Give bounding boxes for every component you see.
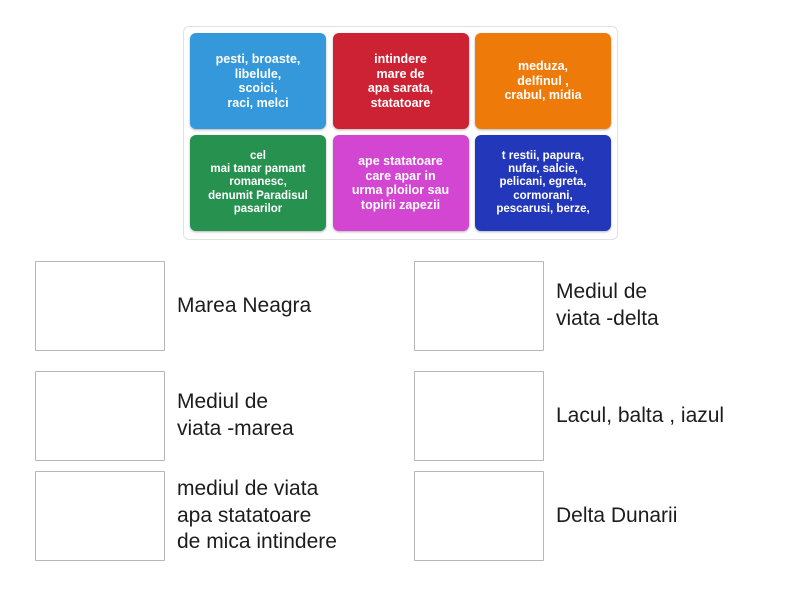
drop-zone-5[interactable] — [414, 371, 544, 461]
tile-5-label: ape statatoare care apar in urma ploilor… — [351, 154, 450, 212]
answers-area: Marea Neagra Mediul de viata -marea medi… — [0, 252, 800, 582]
tile-row-1: pesti, broaste, libelule, scoici, raci, … — [190, 33, 611, 133]
tile-row-2: cel mai tanar pamant romanesc, denumit P… — [190, 135, 611, 235]
tile-1-label: pesti, broaste, libelule, scoici, raci, … — [215, 52, 301, 110]
drop-zone-1[interactable] — [35, 261, 165, 351]
answer-label-2: Mediul de viata -marea — [177, 390, 294, 440]
drop-zone-3[interactable] — [35, 471, 165, 561]
tile-2-label: intindere mare de apa sarata, statatoare — [367, 52, 434, 110]
draggable-tile-4[interactable]: cel mai tanar pamant romanesc, denumit P… — [190, 135, 326, 231]
tile-6-label: t restii, papura, nufar, salcie, pelican… — [496, 149, 590, 215]
answer-row-1: Marea Neagra — [35, 260, 420, 352]
drop-zone-4[interactable] — [414, 261, 544, 351]
answer-label-3: mediul de viata apa statatoare de mica i… — [177, 476, 337, 554]
draggable-tile-5[interactable]: ape statatoare care apar in urma ploilor… — [332, 135, 469, 231]
draggable-tile-2[interactable]: intindere mare de apa sarata, statatoare — [332, 33, 469, 129]
answer-row-4: Mediul de viata -delta — [414, 260, 799, 352]
answer-row-5: Lacul, balta , iazul — [414, 370, 799, 462]
answer-row-3: mediul de viata apa statatoare de mica i… — [35, 470, 420, 562]
answer-label-5: Lacul, balta , iazul — [556, 403, 725, 427]
drop-zone-2[interactable] — [35, 371, 165, 461]
draggable-tile-1[interactable]: pesti, broaste, libelule, scoici, raci, … — [190, 33, 326, 129]
tile-bank-panel: pesti, broaste, libelule, scoici, raci, … — [183, 26, 618, 240]
answer-label-1: Marea Neagra — [177, 293, 312, 317]
draggable-tile-3[interactable]: meduza, delfinul , crabul, midia — [475, 33, 611, 129]
answer-row-6: Delta Dunarii — [414, 470, 799, 562]
answer-row-2: Mediul de viata -marea — [35, 370, 420, 462]
answer-label-6: Delta Dunarii — [556, 503, 678, 527]
answer-label-4: Mediul de viata -delta — [556, 280, 659, 330]
drop-zone-6[interactable] — [414, 471, 544, 561]
draggable-tile-6[interactable]: t restii, papura, nufar, salcie, pelican… — [475, 135, 611, 231]
tile-3-label: meduza, delfinul , crabul, midia — [504, 59, 582, 103]
tile-4-label: cel mai tanar pamant romanesc, denumit P… — [208, 149, 308, 215]
